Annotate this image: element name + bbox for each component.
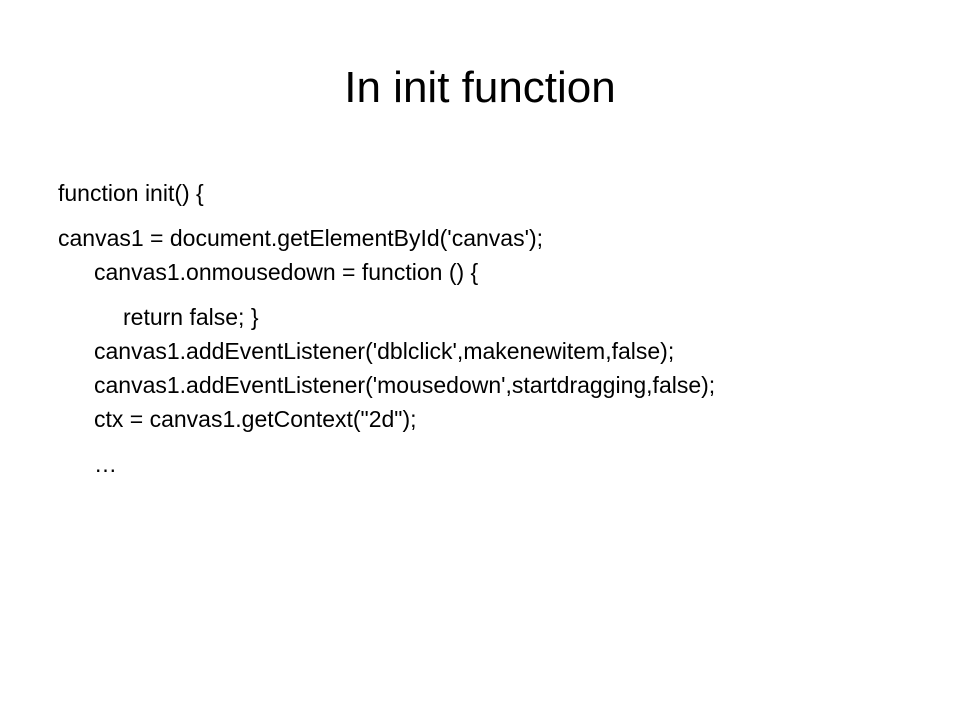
code-line-onmousedown: canvas1.onmousedown = function () {: [94, 259, 479, 285]
code-line-function-decl: function init() {: [58, 180, 204, 206]
code-line-dblclick-listener: canvas1.addEventListener('dblclick',make…: [94, 338, 675, 364]
code-line-get-canvas: canvas1 = document.getElementById('canva…: [58, 225, 544, 251]
slide-title: In init function: [344, 63, 616, 112]
code-block: function init() { canvas1 = document.get…: [58, 176, 938, 481]
code-line-ellipsis: …: [94, 451, 117, 477]
code-line-mousedown-listener: canvas1.addEventListener('mousedown',sta…: [94, 372, 716, 398]
code-line-return-false: return false; }: [123, 304, 259, 330]
code-line-get-context: ctx = canvas1.getContext("2d");: [94, 406, 417, 432]
